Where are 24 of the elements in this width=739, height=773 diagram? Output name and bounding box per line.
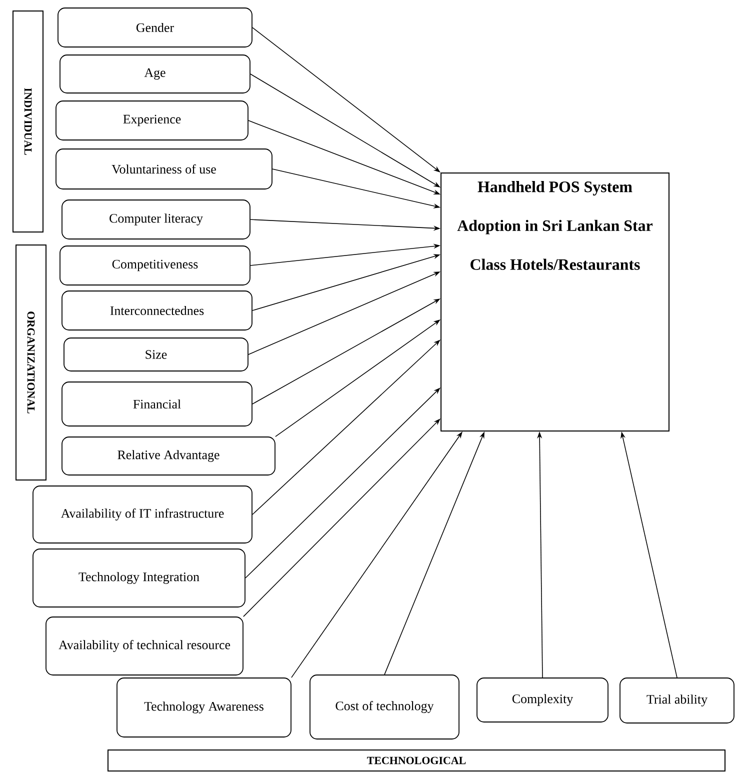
factor-box: Competitiveness (60, 246, 250, 286)
factor-box: Technology Awareness (116, 678, 292, 738)
factor-box: Relative Advantage (62, 436, 276, 476)
factor-box: Size (64, 338, 248, 372)
factor-box: Financial (62, 382, 252, 426)
factor-box: Age (60, 54, 250, 94)
category-band: INDIVIDUAL (12, 10, 44, 232)
arrow (243, 418, 440, 617)
factor-box: Voluntariness of use (56, 148, 272, 190)
factor-box: Interconnectednes (62, 290, 252, 330)
outcome-box: Handheld POS System Adoption in Sri Lankan Star Class Hotels/Restaurants (440, 172, 670, 432)
factor-box: Trial ability (620, 678, 734, 724)
factor-box: Cost of technology (310, 674, 460, 740)
factor-box: Technology Integration (32, 548, 246, 608)
category-band: ORGANIZATIONAL (16, 244, 46, 480)
factor-box: Availability of technical resource (46, 616, 244, 676)
factor-box: Complexity (476, 678, 608, 722)
factor-box: Availability of IT infrastructure (32, 486, 252, 544)
category-band: TECHNOLOGICAL (108, 750, 726, 772)
factor-box: Gender (58, 8, 252, 48)
arrow (252, 340, 440, 515)
factor-box: Computer literacy (62, 200, 250, 240)
factor-box: Experience (56, 100, 248, 140)
arrow (245, 388, 440, 578)
